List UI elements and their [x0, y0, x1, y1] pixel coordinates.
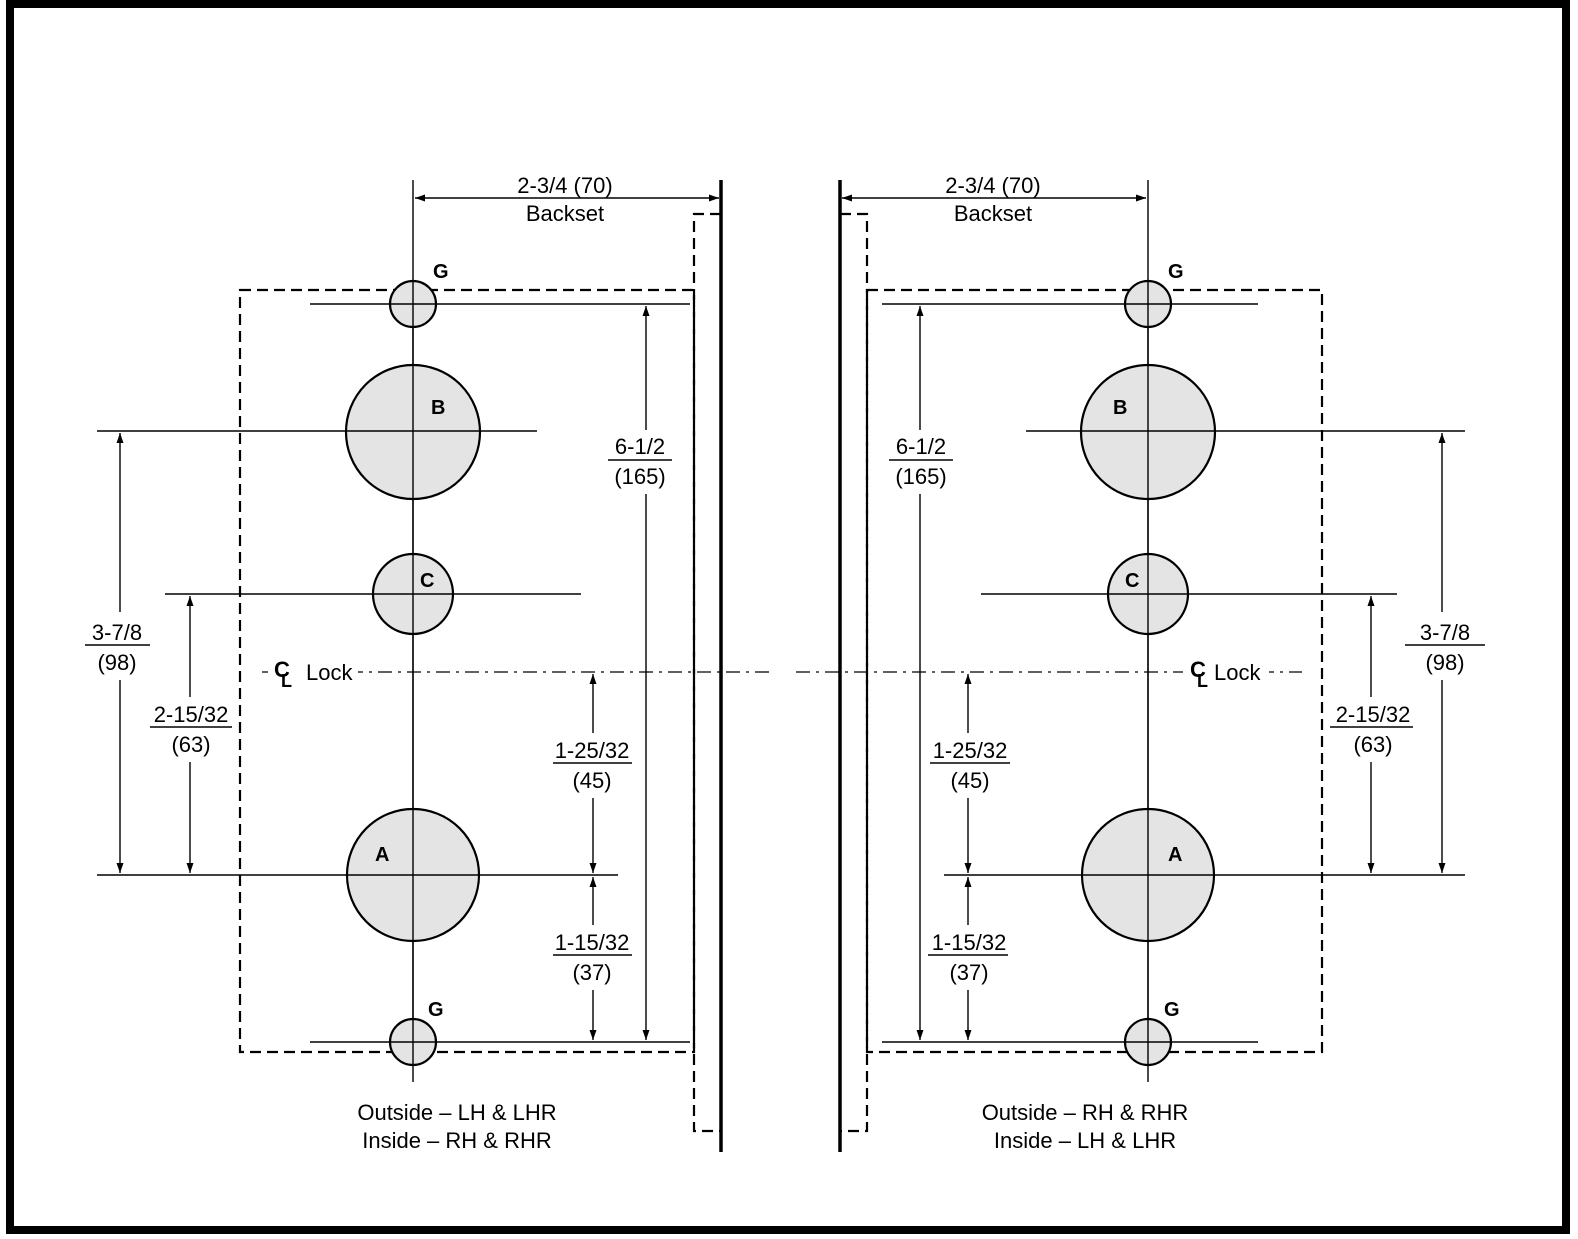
- right-dim-total-top: 6-1/2: [896, 434, 946, 459]
- left-dim-lock-a-bottom: (45): [572, 768, 611, 793]
- right-dim-ca-bottom: (63): [1353, 732, 1392, 757]
- left-backset-value: 2-3/4 (70): [517, 173, 612, 198]
- right-dim-ba-bottom: (98): [1425, 650, 1464, 675]
- right-label-a: A: [1168, 844, 1182, 866]
- right-dim-lock-a-top: 1-25/32: [933, 738, 1008, 763]
- left-dim-lock-a-top: 1-25/32: [555, 738, 630, 763]
- left-dim-a-g-bottom: (37): [572, 960, 611, 985]
- left-label-c: C: [420, 570, 434, 592]
- left-lock-label-backdrop: [268, 656, 358, 686]
- right-backset-value: 2-3/4 (70): [945, 173, 1040, 198]
- left-label-g-bottom: G: [428, 999, 444, 1021]
- left-dim-ba-bottom: (98): [97, 650, 136, 675]
- right-dim-a-g-top: 1-15/32: [932, 930, 1007, 955]
- right-dim-a-g-bottom: (37): [949, 960, 988, 985]
- left-dim-total-top: 6-1/2: [615, 434, 665, 459]
- right-dim-ca-top: 2-15/32: [1336, 702, 1411, 727]
- right-label-g-bottom: G: [1164, 999, 1180, 1021]
- right-template: 2-3/4 (70) Backset C L Lock G B C A G 6-…: [796, 173, 1485, 1153]
- left-label-a: A: [375, 844, 389, 866]
- right-cl-symbol-l: L: [1197, 671, 1208, 691]
- right-caption-line1: Outside – RH & RHR: [982, 1100, 1189, 1125]
- left-dim-ba-top: 3-7/8: [92, 620, 142, 645]
- left-caption-line2: Inside – RH & RHR: [362, 1128, 552, 1153]
- left-dim-a-g-top: 1-15/32: [555, 930, 630, 955]
- left-cl-symbol-l: L: [281, 671, 292, 691]
- right-caption-line2: Inside – LH & LHR: [994, 1128, 1176, 1153]
- left-dim-ca-top: 2-15/32: [154, 702, 229, 727]
- left-backset-label: Backset: [526, 201, 604, 226]
- right-template-outline: [865, 288, 1324, 1054]
- right-dim-total-bottom: (165): [895, 464, 946, 489]
- left-cl-symbol-c: C: [274, 657, 290, 682]
- left-label-g-top: G: [433, 261, 449, 283]
- right-dim-lock-a-bottom: (45): [950, 768, 989, 793]
- right-dim-ba-top: 3-7/8: [1420, 620, 1470, 645]
- right-lock-label-backdrop: [1183, 656, 1269, 686]
- right-label-g-top: G: [1168, 261, 1184, 283]
- right-backset-label: Backset: [954, 201, 1032, 226]
- right-label-c: C: [1125, 570, 1139, 592]
- left-template-outline: [238, 288, 696, 1054]
- right-label-b: B: [1113, 397, 1127, 419]
- right-cl-symbol-c: C: [1190, 657, 1206, 682]
- right-lock-label: Lock: [1214, 660, 1261, 685]
- left-template: 2-3/4 (70) Backset C L Lock G B C A G: [85, 173, 770, 1153]
- left-lock-label: Lock: [306, 660, 353, 685]
- left-dim-total-bottom: (165): [614, 464, 665, 489]
- outer-border: [6, 0, 1570, 1234]
- left-caption-line1: Outside – LH & LHR: [357, 1100, 556, 1125]
- left-dim-ca-bottom: (63): [171, 732, 210, 757]
- left-label-b: B: [431, 397, 445, 419]
